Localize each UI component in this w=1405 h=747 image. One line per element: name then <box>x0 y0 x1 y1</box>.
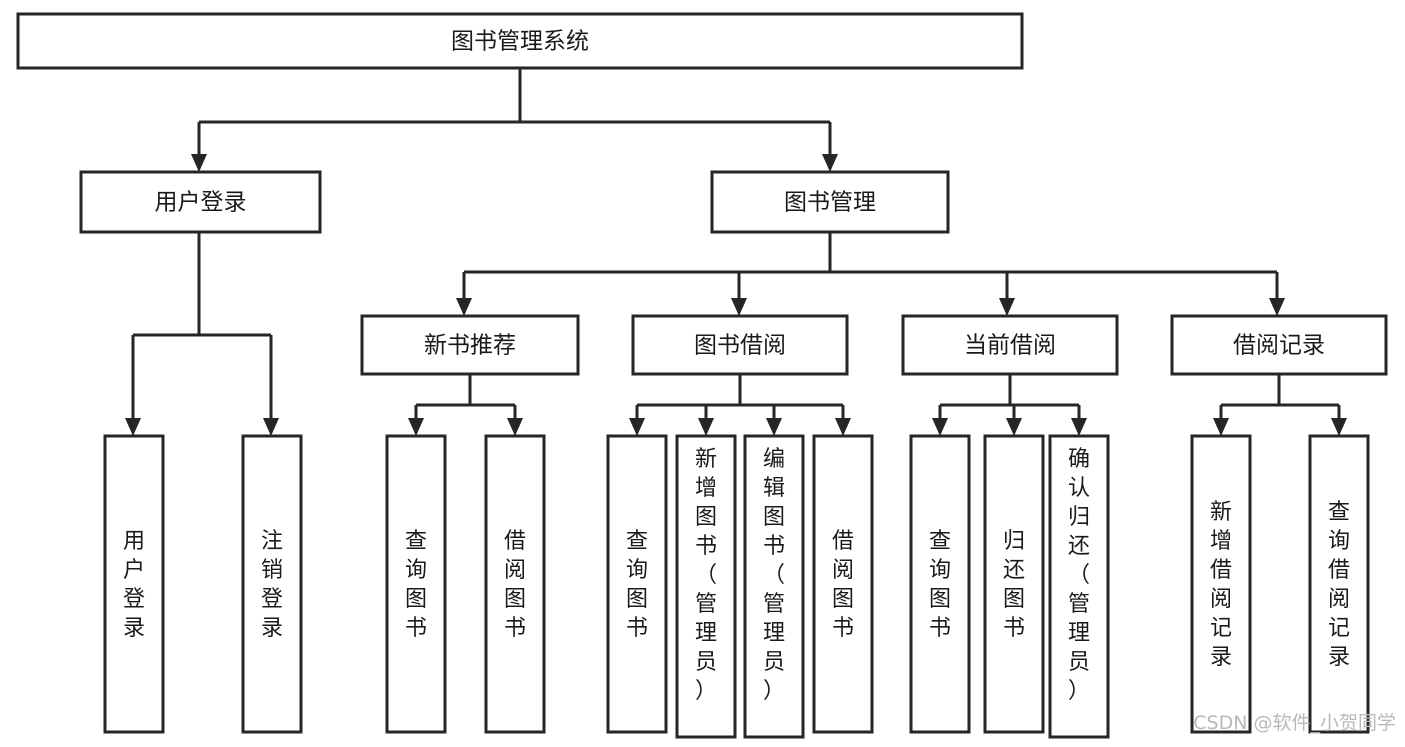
node-level3-3-box <box>1170 314 1388 376</box>
node-level2-0-box <box>79 170 322 234</box>
arrow-head-icon <box>766 418 782 436</box>
csdn-watermark: CSDN @软件_小贺同学 <box>1193 712 1396 734</box>
arrow-head-icon <box>731 298 747 316</box>
node-leaf-12-label: 查询借阅记录 <box>1328 500 1350 670</box>
node-leaf-8[interactable]: 查询图书 <box>909 434 971 734</box>
node-leaf-3-box <box>484 434 546 734</box>
node-layer: 图书管理系统用户登录图书管理新书推荐图书借阅当前借阅借阅记录用户登录注销登录查询… <box>16 12 1388 739</box>
node-leaf-12-box <box>1308 434 1370 734</box>
arrow-head-icon <box>507 418 523 436</box>
node-leaf-9-box <box>983 434 1045 734</box>
arrow-head-icon <box>1213 418 1229 436</box>
node-root-图书管理系统-box <box>16 12 1024 70</box>
node-leaf-8-box <box>909 434 971 734</box>
node-leaf-10[interactable]: 确认归还（管理员） <box>1048 434 1110 739</box>
node-leaf-9-label: 归还图书 <box>1003 529 1025 641</box>
node-leaf-8-label: 查询图书 <box>929 529 951 641</box>
node-leaf-3-label: 借阅图书 <box>504 529 526 641</box>
node-leaf-5-label: 新增图书（管理员） <box>695 447 717 704</box>
node-level2-0[interactable]: 用户登录 <box>79 170 322 234</box>
node-level3-2[interactable]: 当前借阅 <box>901 314 1119 376</box>
arrow-head-icon <box>191 154 207 172</box>
node-leaf-1-label: 注销登录 <box>261 529 283 641</box>
node-leaf-7-box <box>812 434 874 734</box>
node-level3-1-label: 图书借阅 <box>694 333 786 359</box>
node-level3-1-box <box>631 314 849 376</box>
node-level3-0[interactable]: 新书推荐 <box>360 314 580 376</box>
node-level3-2-label: 当前借阅 <box>964 333 1056 359</box>
node-leaf-7-label: 借阅图书 <box>832 529 854 641</box>
node-leaf-1-box <box>241 434 303 734</box>
node-leaf-12[interactable]: 查询借阅记录 <box>1308 434 1370 734</box>
node-leaf-0-box <box>103 434 165 734</box>
node-leaf-2[interactable]: 查询图书 <box>385 434 447 734</box>
connector-layer <box>125 68 1347 436</box>
node-leaf-10-box <box>1048 434 1110 739</box>
node-leaf-10-label: 确认归还（管理员） <box>1068 447 1090 704</box>
arrow-head-icon <box>1006 418 1022 436</box>
node-leaf-1[interactable]: 注销登录 <box>241 434 303 734</box>
arrow-head-icon <box>1269 298 1285 316</box>
node-leaf-11-label: 新增借阅记录 <box>1210 500 1232 670</box>
arrow-head-icon <box>263 418 279 436</box>
node-leaf-11[interactable]: 新增借阅记录 <box>1190 434 1252 734</box>
arrow-head-icon <box>408 418 424 436</box>
node-level2-0-label: 用户登录 <box>155 190 247 216</box>
node-leaf-3[interactable]: 借阅图书 <box>484 434 546 734</box>
arrow-head-icon <box>822 154 838 172</box>
arrow-head-icon <box>698 418 714 436</box>
arrow-head-icon <box>932 418 948 436</box>
node-level2-1-label: 图书管理 <box>784 190 876 216</box>
node-leaf-5[interactable]: 新增图书（管理员） <box>675 434 737 739</box>
node-leaf-7[interactable]: 借阅图书 <box>812 434 874 734</box>
node-level3-0-label: 新书推荐 <box>424 333 516 359</box>
node-level2-1[interactable]: 图书管理 <box>710 170 950 234</box>
node-leaf-11-box <box>1190 434 1252 734</box>
arrow-head-icon <box>835 418 851 436</box>
arrow-head-icon <box>456 298 472 316</box>
node-leaf-4-box <box>606 434 668 734</box>
arrow-head-icon <box>1331 418 1347 436</box>
node-root-图书管理系统-label: 图书管理系统 <box>451 29 589 55</box>
node-level3-1[interactable]: 图书借阅 <box>631 314 849 376</box>
node-leaf-5-box <box>675 434 737 739</box>
node-leaf-2-box <box>385 434 447 734</box>
node-leaf-9[interactable]: 归还图书 <box>983 434 1045 734</box>
node-level2-1-box <box>710 170 950 234</box>
node-leaf-4-label: 查询图书 <box>626 529 648 641</box>
node-leaf-0[interactable]: 用户登录 <box>103 434 165 734</box>
node-level3-3-label: 借阅记录 <box>1233 333 1325 359</box>
node-leaf-6-box <box>743 434 805 739</box>
node-leaf-0-label: 用户登录 <box>123 529 145 641</box>
arrow-head-icon <box>1071 418 1087 436</box>
node-leaf-6-label: 编辑图书（管理员） <box>763 447 785 704</box>
node-level3-0-box <box>360 314 580 376</box>
arrow-head-icon <box>629 418 645 436</box>
node-leaf-4[interactable]: 查询图书 <box>606 434 668 734</box>
arrow-head-icon <box>999 298 1015 316</box>
node-root-图书管理系统[interactable]: 图书管理系统 <box>16 12 1024 70</box>
node-level3-2-box <box>901 314 1119 376</box>
node-leaf-2-label: 查询图书 <box>405 529 427 641</box>
node-leaf-6[interactable]: 编辑图书（管理员） <box>743 434 805 739</box>
arrow-head-icon <box>125 418 141 436</box>
node-level3-3[interactable]: 借阅记录 <box>1170 314 1388 376</box>
